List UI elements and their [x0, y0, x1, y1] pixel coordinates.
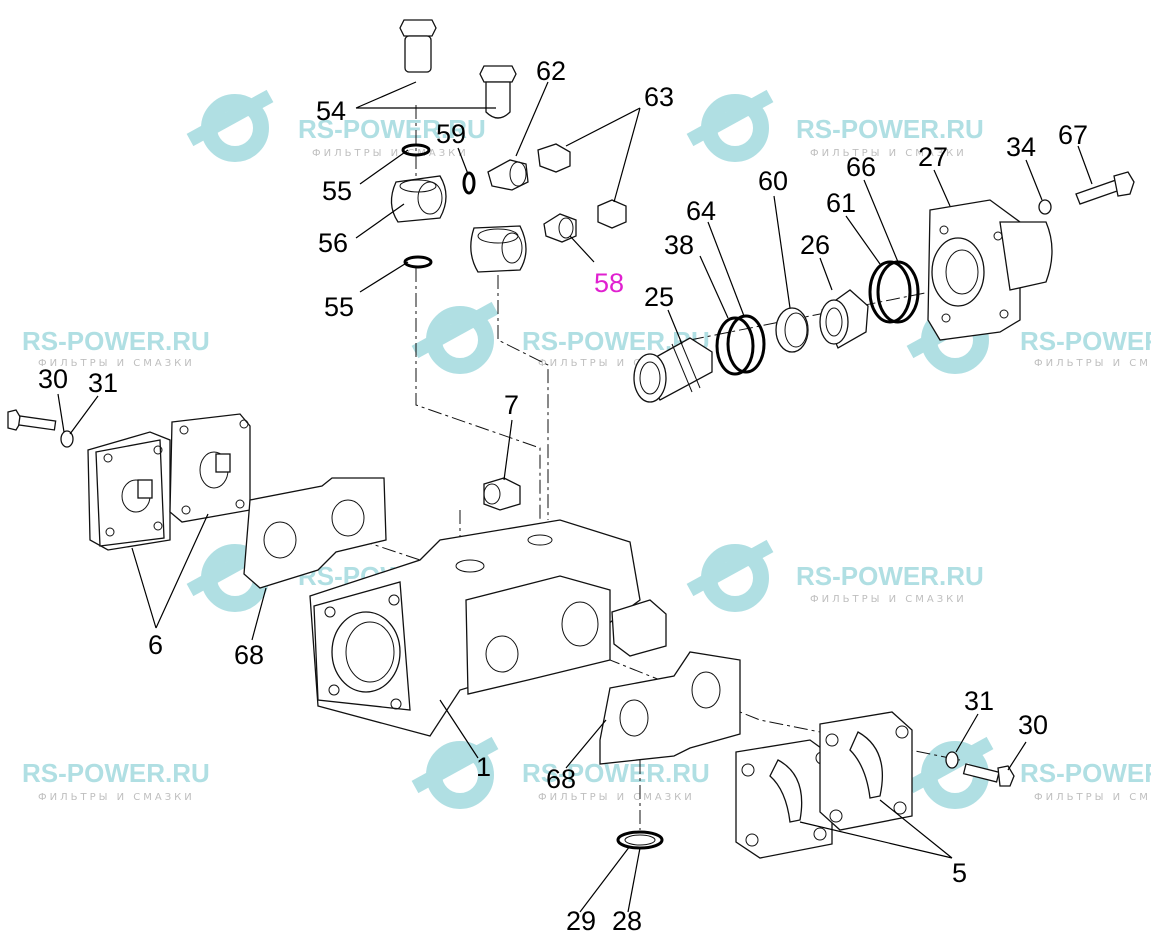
callout-29: 29 [566, 906, 596, 936]
watermark-logo-6 [686, 539, 774, 612]
callout-55: 55 [322, 176, 352, 206]
watermark-tagline: ФИЛЬТРЫ И СМАЗКИ [38, 358, 195, 369]
watermark-logo-7 [411, 736, 499, 809]
callout-31: 31 [964, 686, 994, 716]
leader-lines [57, 81, 1093, 913]
callout-68: 68 [546, 764, 576, 794]
gasket-68-right [599, 651, 741, 765]
watermark-brand: RS-POWER.RU [796, 561, 984, 591]
watermark-brand: RS-POWER.RU [796, 114, 984, 144]
callout-59: 59 [436, 119, 466, 149]
callout-61: 61 [826, 188, 856, 218]
watermark-tagline: ФИЛЬТРЫ И СМАЗКИ [538, 358, 695, 369]
callout-6: 6 [148, 630, 163, 660]
watermark-brand: RS-POWER.RU [1020, 758, 1151, 788]
callout-56: 56 [318, 228, 348, 258]
ring-60 [775, 307, 809, 353]
callout-63: 63 [644, 82, 674, 112]
callout-layer: 54 62 63 59 55 56 55 58 25 38 64 60 26 6… [38, 56, 1088, 936]
callout-54: 54 [316, 96, 346, 126]
flange-6-front [87, 431, 171, 551]
callout-62: 62 [536, 56, 566, 86]
bushing-26 [819, 289, 869, 349]
flange-5-front [735, 739, 833, 859]
watermark-tagline: ФИЛЬТРЫ И СМАЗКИ [810, 594, 967, 605]
nut-63-upper [537, 143, 571, 173]
bolt-30-right [962, 763, 1015, 787]
callout-27: 27 [918, 142, 948, 172]
callout-67: 67 [1058, 120, 1088, 150]
washer-31-left [60, 430, 74, 448]
callout-66: 66 [846, 152, 876, 182]
watermark-tagline: ФИЛЬТРЫ И СМАЗКИ [538, 792, 695, 803]
fitting-58 [543, 213, 577, 243]
bolt-54-right [479, 65, 517, 119]
callout-26: 26 [800, 230, 830, 260]
sleeve-25 [633, 337, 713, 403]
callout-55: 55 [324, 292, 354, 322]
washer-34 [1038, 199, 1052, 215]
watermark-logo-1 [186, 89, 274, 162]
washer-29-28 [616, 830, 664, 850]
watermark-brand: RS-POWER.RU [22, 326, 210, 356]
callout-30: 30 [1018, 710, 1048, 740]
fitting-62 [487, 159, 529, 191]
callout-60: 60 [758, 166, 788, 196]
callout-38: 38 [664, 230, 694, 260]
housing-1 [309, 519, 667, 737]
banjo-56-right [470, 225, 527, 273]
watermark-tagline: ФИЛЬТРЫ И СМАЗКИ [38, 792, 195, 803]
bolt-54-left [399, 19, 437, 73]
callout-30: 30 [38, 364, 68, 394]
watermark-brand: RS-POWER.RU [522, 758, 710, 788]
callout-28: 28 [612, 906, 642, 936]
callout-5: 5 [952, 858, 967, 888]
o-ring-55-lower [403, 255, 433, 269]
banjo-56-left [390, 175, 447, 223]
bolt-67 [1075, 171, 1135, 205]
callout-34: 34 [1006, 132, 1036, 162]
o-ring-59 [462, 171, 476, 195]
watermark-logo-2 [686, 89, 774, 162]
o-ring-38 [715, 316, 755, 376]
watermark-brand: RS-POWER.RU [22, 758, 210, 788]
callout-68: 68 [234, 640, 264, 670]
o-ring-61 [868, 260, 912, 324]
flange-5-rear [819, 711, 913, 831]
watermark-tagline: ФИЛЬТРЫ И СМАЗКИ [312, 148, 469, 159]
plug-7 [483, 477, 521, 511]
callout-58: 58 [594, 268, 624, 298]
callout-1: 1 [476, 752, 491, 782]
o-ring-55-upper [401, 143, 431, 157]
nut-63-lower [597, 199, 627, 229]
callout-64: 64 [686, 196, 716, 226]
watermark-logo-3 [411, 301, 499, 374]
o-ring-64 [726, 314, 766, 374]
o-ring-66 [876, 260, 920, 324]
cover-27 [927, 199, 1053, 341]
watermark-tagline: ФИЛЬТРЫ И СМАЗКИ [810, 148, 967, 159]
washer-31-right [945, 751, 959, 769]
callout-7: 7 [504, 390, 519, 420]
callout-31: 31 [88, 368, 118, 398]
gasket-68-left [243, 477, 387, 589]
bolt-30-left [7, 409, 57, 431]
watermark-tagline: ФИЛЬТРЫ И СМАЗКИ [1034, 358, 1151, 369]
watermark-brand: RS-POWER.RU [298, 114, 486, 144]
callout-25: 25 [644, 282, 674, 312]
watermark-brand: RS-POWER.RU [1020, 326, 1151, 356]
watermark-tagline: ФИЛЬТРЫ И СМАЗКИ [1034, 792, 1151, 803]
flange-6-rear [169, 413, 251, 523]
